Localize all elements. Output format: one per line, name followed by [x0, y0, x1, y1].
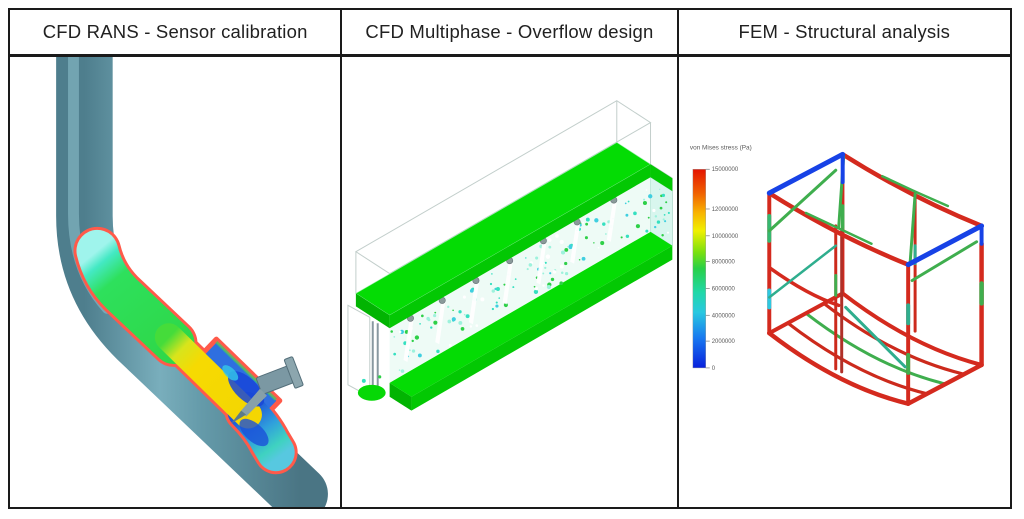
tick-6000000: 6000000	[711, 286, 735, 292]
tick-0: 0	[711, 366, 715, 372]
spray-band	[389, 177, 651, 383]
pipe-sensor-cfd-illustration	[56, 57, 328, 507]
tick-2000000: 2000000	[711, 339, 735, 345]
colorbar-title: von Mises stress (Pa)	[690, 144, 752, 151]
outlet-box	[347, 304, 386, 401]
elbow-deep-blue	[239, 418, 269, 447]
cell-cfd-multiphase	[342, 57, 679, 507]
tick-10000000: 10000000	[711, 234, 738, 240]
table-header-row: CFD RANS - Sensor calibration CFD Multip…	[10, 10, 1010, 57]
capabilities-table: CFD RANS - Sensor calibration CFD Multip…	[8, 8, 1012, 509]
stress-colorbar: von Mises stress (Pa)	[690, 144, 752, 372]
header-cfd-multiphase: CFD Multiphase - Overflow design	[342, 10, 679, 54]
cyan-swirl	[222, 365, 239, 381]
cell-fem: von Mises stress (Pa)	[678, 57, 1010, 507]
tick-12000000: 12000000	[711, 207, 738, 213]
channel-end-wall	[650, 176, 673, 247]
tick-15000000: 15000000	[711, 167, 738, 173]
fem-frame-illustration: von Mises stress (Pa)	[690, 144, 984, 406]
header-cfd-rans: CFD RANS - Sensor calibration	[10, 10, 343, 54]
table-body-row: von Mises stress (Pa)	[10, 57, 1010, 507]
sensor-probe	[231, 356, 304, 424]
floor-slab	[389, 231, 673, 411]
tick-8000000: 8000000	[711, 260, 735, 266]
header-fem: FEM - Structural analysis	[678, 10, 1010, 54]
cell-cfd-rans	[10, 57, 343, 507]
overflow-channel-illustration	[347, 100, 674, 411]
top-slab	[355, 142, 673, 329]
fem-frame	[766, 151, 984, 406]
tick-4000000: 4000000	[711, 313, 735, 319]
